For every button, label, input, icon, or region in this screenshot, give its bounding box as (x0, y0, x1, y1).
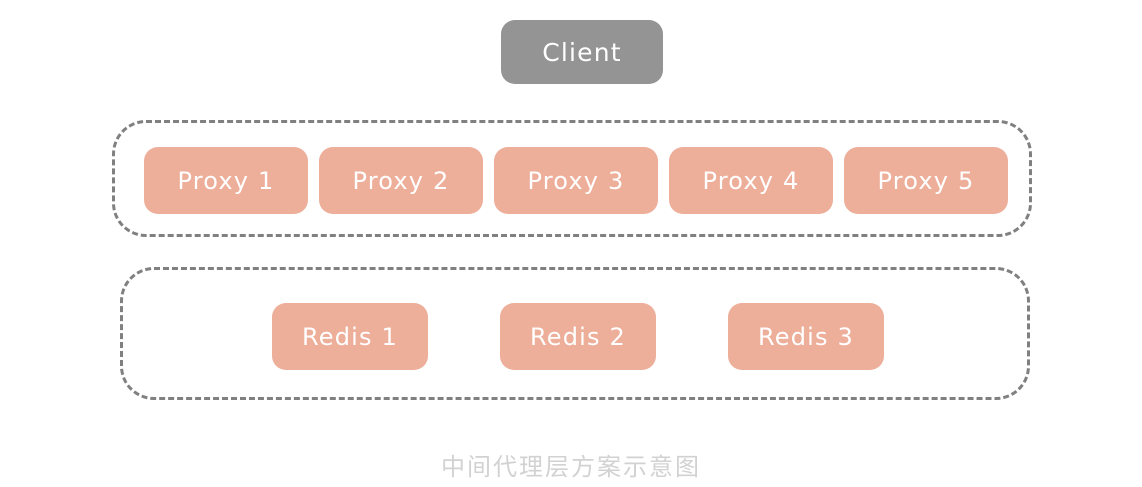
diagram-caption: 中间代理层方案示意图 (441, 453, 701, 481)
node-client-label: Client (542, 37, 622, 67)
node-redis-1-label: Redis 1 (301, 322, 399, 351)
node-proxy-1[interactable]: Proxy 1 (144, 147, 308, 214)
node-client[interactable]: Client (501, 20, 663, 84)
node-proxy-2-label: Proxy 2 (352, 166, 450, 195)
node-proxy-5-label: Proxy 5 (877, 166, 975, 195)
node-proxy-5[interactable]: Proxy 5 (844, 147, 1008, 214)
redis-layer-group (120, 267, 1030, 400)
node-redis-2-label: Redis 2 (529, 322, 627, 351)
node-proxy-2[interactable]: Proxy 2 (319, 147, 483, 214)
node-redis-3-label: Redis 3 (757, 322, 855, 351)
node-redis-2[interactable]: Redis 2 (500, 303, 656, 370)
node-proxy-1-label: Proxy 1 (177, 166, 275, 195)
proxy-layer-group (112, 120, 1032, 237)
node-proxy-4[interactable]: Proxy 4 (669, 147, 833, 214)
node-proxy-4-label: Proxy 4 (702, 166, 800, 195)
node-redis-3[interactable]: Redis 3 (728, 303, 884, 370)
node-proxy-3-label: Proxy 3 (527, 166, 625, 195)
node-redis-1[interactable]: Redis 1 (272, 303, 428, 370)
node-proxy-3[interactable]: Proxy 3 (494, 147, 658, 214)
